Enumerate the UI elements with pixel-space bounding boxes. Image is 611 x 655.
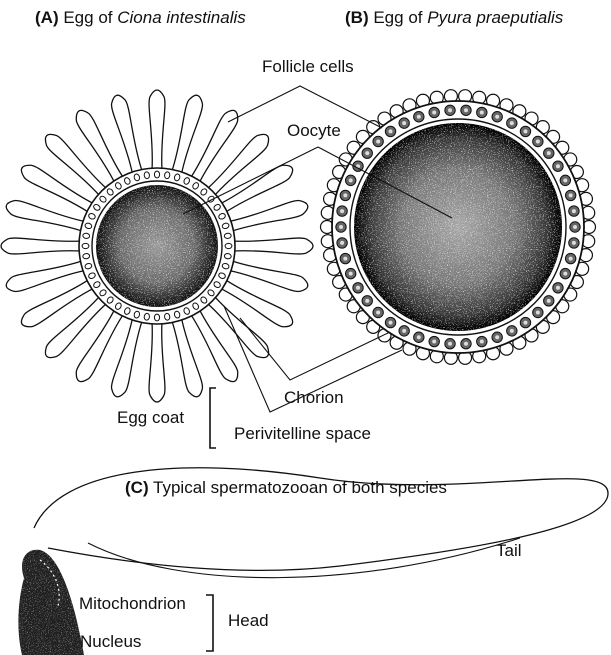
- panel-a-species: Ciona intestinalis: [117, 8, 246, 27]
- panel-b-title: (B) Egg of Pyura praeputialis: [345, 8, 563, 28]
- label-egg-coat: Egg coat: [117, 408, 184, 428]
- label-head: Head: [228, 611, 269, 631]
- label-tail: Tail: [496, 541, 522, 561]
- panel-c-caption: Typical spermatozooan of both species: [153, 478, 447, 497]
- label-nucleus: Nucleus: [80, 632, 141, 652]
- label-mitochondrion: Mitochondrion: [79, 594, 186, 614]
- label-perivitelline-space: Perivitelline space: [234, 424, 371, 444]
- panel-a-prefix: Egg of: [63, 8, 112, 27]
- label-oocyte: Oocyte: [287, 121, 341, 141]
- panel-a-letter: (A): [35, 8, 59, 27]
- panel-a-title: (A) Egg of Ciona intestinalis: [35, 8, 246, 28]
- panel-c-letter: (C): [125, 478, 149, 497]
- panel-c-title: (C) Typical spermatozooan of both specie…: [125, 478, 447, 498]
- label-chorion: Chorion: [284, 388, 344, 408]
- panel-b-prefix: Egg of: [373, 8, 422, 27]
- panel-b-species: Pyura praeputialis: [427, 8, 563, 27]
- panel-b-letter: (B): [345, 8, 369, 27]
- label-follicle-cells: Follicle cells: [262, 57, 354, 77]
